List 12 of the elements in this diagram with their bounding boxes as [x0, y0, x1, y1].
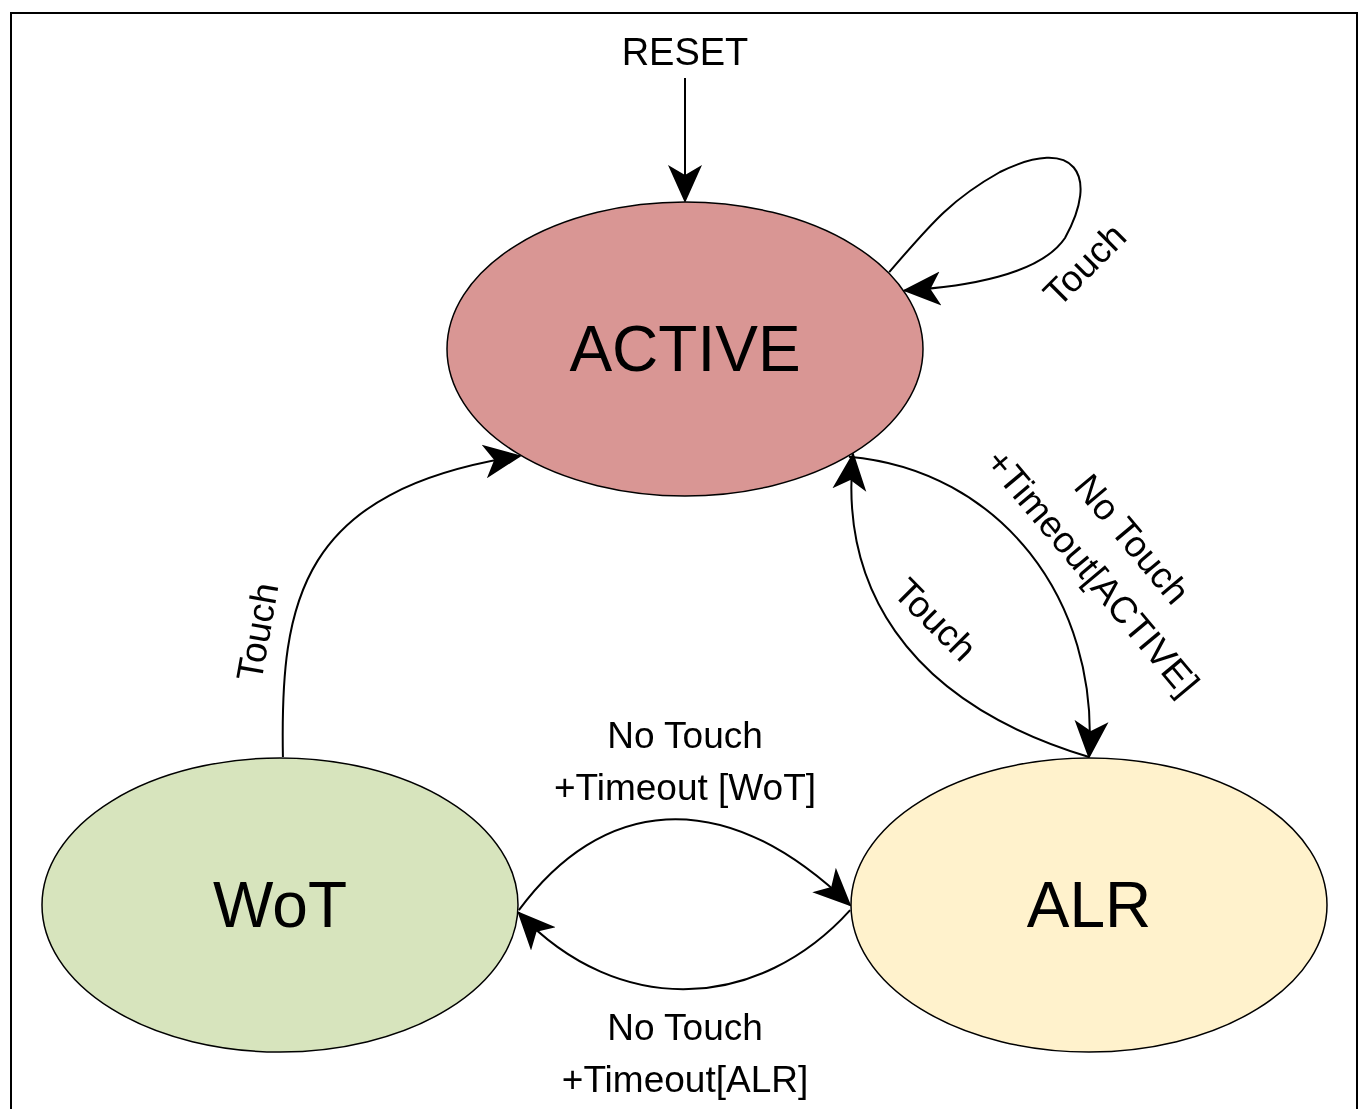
edge-label: No Touch +Timeout [WoT] — [552, 714, 818, 810]
arrow — [668, 77, 702, 203]
state-name: ACTIVE — [569, 317, 801, 381]
state-name: ALR — [1026, 873, 1152, 937]
arrow — [517, 818, 852, 912]
start-label: RESET — [605, 26, 765, 78]
arrow — [888, 156, 1082, 305]
state-name: WoT — [213, 873, 347, 937]
arrow — [517, 909, 852, 991]
arrow — [281, 446, 522, 758]
edge-label: No Touch +Timeout[ALR] — [560, 1006, 810, 1102]
edge-label: Touch — [227, 578, 288, 687]
